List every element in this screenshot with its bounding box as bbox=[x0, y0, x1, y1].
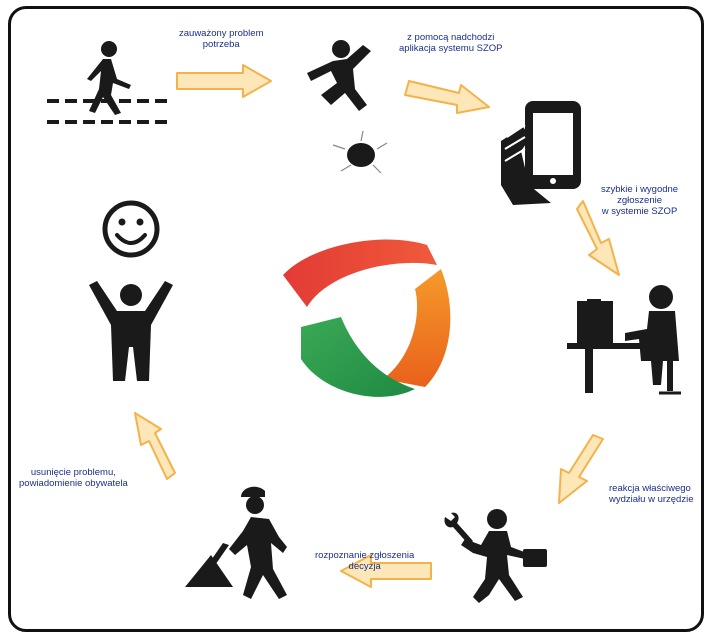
step-label-app: z pomocą nadchodzi aplikacja systemu SZO… bbox=[399, 32, 502, 54]
step-label-line: z pomocą nadchodzi bbox=[407, 32, 495, 43]
step-label-line: szybkie i wygodne bbox=[601, 184, 679, 195]
step-label-decision: rozpoznanie zgłoszenia decyzja bbox=[315, 550, 414, 572]
arrow-6 bbox=[134, 412, 176, 480]
step-label-line: decyzja bbox=[348, 561, 381, 572]
step-label-line: potrzeba bbox=[202, 39, 240, 50]
diagram-frame: zauważony problem potrzeba z pomocą nadc… bbox=[8, 6, 704, 632]
step-label-report: szybkie i wygodne zgłoszenie w systemie … bbox=[601, 184, 678, 217]
arrow-2 bbox=[404, 80, 490, 114]
step-label-line: w systemie SZOP bbox=[601, 206, 678, 217]
step-label-line: reakcja właściwego bbox=[609, 483, 691, 494]
happy-citizen-icon bbox=[89, 200, 173, 381]
step-label-line: aplikacja systemu SZOP bbox=[399, 43, 503, 54]
arrow-4 bbox=[558, 434, 604, 504]
wrench-icon bbox=[444, 512, 473, 545]
step-label-line: powiadomienie obywatela bbox=[19, 478, 128, 489]
szop-logo bbox=[283, 239, 451, 397]
step-label-line: zgłoszenie bbox=[617, 195, 662, 206]
arrow-3 bbox=[576, 200, 620, 276]
step-label-line: rozpoznanie zgłoszenia bbox=[315, 550, 415, 561]
diagram-canvas bbox=[47, 40, 681, 603]
smartphone-hand-icon bbox=[501, 101, 581, 205]
step-label-line: wydziału w urzędzie bbox=[609, 494, 694, 505]
smiley-icon bbox=[102, 200, 160, 258]
arrow-1 bbox=[176, 64, 272, 98]
step-label-problem: zauważony problem potrzeba bbox=[179, 28, 264, 50]
step-label-line: zauważony problem bbox=[179, 28, 264, 39]
running-worker-icon bbox=[444, 509, 547, 603]
step-label-line: usunięcie problemu, bbox=[30, 467, 116, 478]
walking-person-icon bbox=[47, 41, 169, 124]
logo-red-ribbon bbox=[283, 239, 437, 307]
falling-person-icon bbox=[307, 40, 388, 174]
hole-icon bbox=[347, 143, 375, 167]
logo-orange-ribbon bbox=[383, 269, 451, 387]
step-label-reaction: reakcja właściwego wydziału w urzędzie bbox=[609, 483, 693, 505]
logo-green-ribbon bbox=[301, 317, 415, 397]
office-worker-icon bbox=[567, 285, 681, 395]
briefcase-icon bbox=[523, 549, 547, 567]
flow-arrows bbox=[134, 64, 620, 588]
arrow-5 bbox=[340, 554, 432, 588]
step-label-resolution: usunięcie problemu, powiadomienie obywat… bbox=[19, 467, 128, 489]
road-worker-icon bbox=[185, 486, 287, 599]
